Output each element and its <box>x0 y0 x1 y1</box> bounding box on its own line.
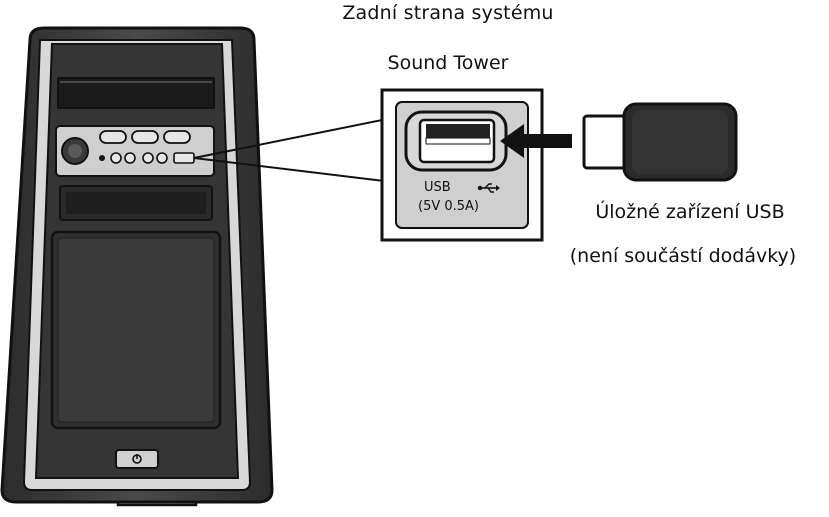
control-panel <box>55 125 215 177</box>
port-label-line2: (5V 0.5A) <box>418 199 480 214</box>
usb-symbol-icon <box>477 183 500 193</box>
callout-line-bottom <box>193 157 393 183</box>
sound-tower <box>0 26 274 507</box>
tower-label-line2: Sound Tower <box>387 52 509 74</box>
device-label-line2: (není součástí dodávky) <box>569 245 797 267</box>
callout-line-top <box>193 117 393 159</box>
tower-label-line1: Zadní strana systému <box>342 2 554 24</box>
usb-port-closeup <box>380 88 544 242</box>
insert-arrow <box>500 124 572 158</box>
tower-usb-port <box>173 152 195 164</box>
port-label-line1: USB <box>424 180 451 195</box>
device-label-line1: Úložné zařízení USB <box>595 201 785 223</box>
usb-storage-device <box>582 102 738 182</box>
